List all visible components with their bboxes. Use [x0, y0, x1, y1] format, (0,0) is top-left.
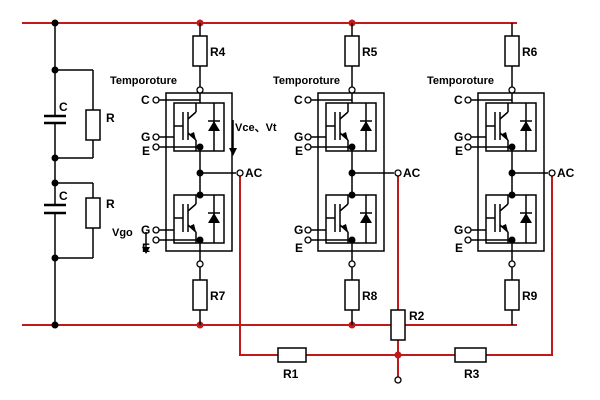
red-wiring	[22, 22, 553, 377]
pin-e-1: E	[142, 144, 150, 158]
terminal-e	[152, 236, 160, 244]
capacitor-upper	[44, 114, 66, 125]
label-ac-1: AC	[245, 166, 263, 180]
capacitor-lower	[44, 203, 66, 215]
resistor-r3	[454, 347, 487, 363]
resistor-r1	[277, 347, 307, 363]
igbt-frame-upper	[485, 102, 537, 152]
pin-c-2: C	[294, 93, 303, 107]
terminal-g	[304, 133, 312, 141]
pin-g-2: G	[294, 130, 303, 144]
label-r9: R9	[522, 289, 538, 303]
red-junctions	[196, 19, 402, 359]
pin-e-2b: E	[295, 241, 303, 255]
terminal-c	[464, 96, 472, 104]
pin-e-2: E	[295, 144, 303, 158]
capacitor-bank	[54, 23, 101, 325]
terminal-e	[464, 143, 472, 151]
pin-g-3: G	[454, 130, 463, 144]
resistor-label-lower: R	[106, 197, 115, 211]
temp-terminal	[196, 260, 204, 268]
pin-g-3b: G	[454, 223, 463, 237]
capacitor-label-upper: C	[59, 100, 68, 114]
igbt-module-3	[464, 23, 556, 325]
label-ac-3: AC	[557, 166, 575, 180]
igbt-frame-upper	[173, 102, 225, 152]
pin-g-1b: G	[141, 223, 150, 237]
temp-terminal	[508, 260, 516, 268]
label-r5: R5	[362, 45, 378, 59]
pin-c-3: C	[454, 93, 463, 107]
label-vce-vt: Vce、Vt	[235, 122, 277, 134]
label-r4: R4	[210, 45, 226, 59]
label-temperature-1: Temporoture	[110, 75, 177, 87]
pin-e-1b: E	[142, 241, 150, 255]
resistor-r-upper	[85, 109, 101, 141]
terminal-g	[464, 133, 472, 141]
ac1-to-r1-wire	[239, 173, 278, 356]
label-temperature-3: Temporoture	[427, 75, 494, 87]
pin-e-3: E	[455, 144, 463, 158]
resistor-r9	[504, 279, 520, 311]
resistor-r8	[344, 279, 360, 311]
temp-terminal	[348, 86, 356, 94]
temp-terminal	[348, 260, 356, 268]
capacitor-bank-dots	[51, 19, 59, 329]
pin-g-1: G	[141, 130, 150, 144]
resistor-r7	[192, 279, 208, 311]
terminal-ac	[236, 169, 244, 177]
pin-c-1: C	[141, 93, 150, 107]
label-vgo: Vgo	[112, 227, 133, 239]
label-r6: R6	[522, 45, 538, 59]
resistor-r5	[344, 35, 360, 67]
label-r8: R8	[362, 289, 378, 303]
terminal-e	[304, 236, 312, 244]
capacitor-label-lower: C	[59, 189, 68, 203]
junction-dot	[394, 351, 402, 359]
resistor-r6	[504, 35, 520, 67]
resistor-label-upper: R	[106, 111, 115, 125]
terminal-e	[152, 143, 160, 151]
terminal-e	[464, 236, 472, 244]
igbt-frame-upper	[325, 102, 377, 152]
terminal-g	[152, 133, 160, 141]
resistor-r2	[390, 309, 406, 341]
terminal-g	[304, 226, 312, 234]
label-r7: R7	[210, 289, 226, 303]
label-ac-2: AC	[403, 166, 421, 180]
terminal-ac	[394, 169, 402, 177]
terminal-g	[152, 226, 160, 234]
igbt-module-2	[304, 23, 402, 325]
terminal-c	[304, 96, 312, 104]
label-r2: R2	[409, 309, 425, 323]
temp-terminal	[196, 86, 204, 94]
r3-to-ac3-wire	[486, 173, 553, 356]
output-terminal	[394, 376, 402, 384]
temp-terminal	[508, 86, 516, 94]
resistor-r4	[192, 35, 208, 67]
igbt-module-1	[142, 23, 244, 325]
label-temperature-2: Temporoture	[273, 75, 340, 87]
pin-g-2b: G	[294, 223, 303, 237]
terminal-e	[304, 143, 312, 151]
label-r3: R3	[464, 367, 480, 381]
terminal-c	[152, 96, 160, 104]
terminal-g	[464, 226, 472, 234]
label-r1: R1	[283, 367, 299, 381]
pin-e-3b: E	[455, 241, 463, 255]
resistor-r-lower	[85, 197, 101, 229]
terminal-ac	[548, 169, 556, 177]
